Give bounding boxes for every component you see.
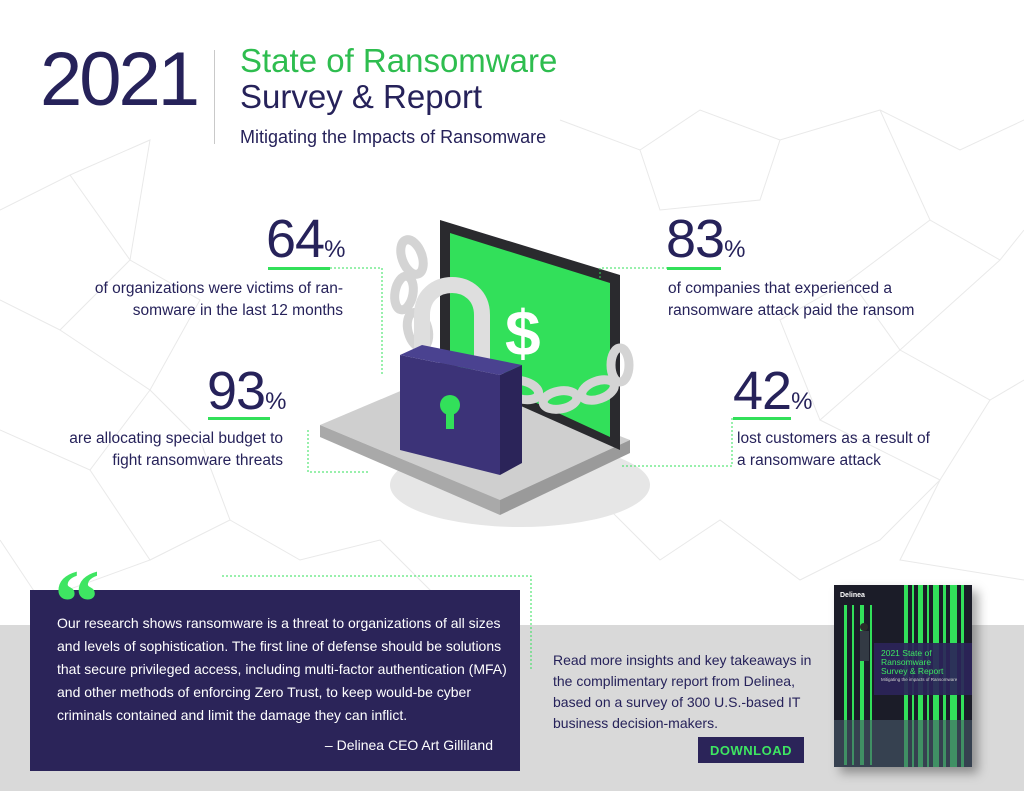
padlock-icon [400,345,522,475]
quote-box [30,590,520,771]
stat-underline [733,417,791,420]
download-button[interactable]: DOWNLOAD [698,737,804,763]
stat-value: 93 [207,361,266,421]
cta-text: Read more insights and key takeaways in … [553,652,812,731]
stat-unit: % [324,236,346,263]
report-year: 2021 [40,37,200,122]
quote-text: Our research shows ransomware is a threa… [57,615,507,723]
stat-value: 83 [666,209,725,269]
report-title-line2: Survey & Report [240,78,483,115]
cover-subtitle: Mitigating the impacts of Ransomware [881,677,958,682]
stat-underline [208,417,270,420]
stat-64-description: of organizations were victims of ran- so… [94,280,343,319]
keyhole-icon [440,395,460,415]
header-divider [214,50,215,144]
stat-42: 42% [733,364,812,418]
stat-value: 42 [733,361,792,421]
stat-underline [268,267,330,270]
cover-title: 2021 State of Ransomware Survey & Report [881,648,944,676]
stat-unit: % [791,388,813,415]
stat-42-description: lost customers as a result of a ransomwa… [737,430,930,469]
stat-value: 64 [266,209,325,269]
stat-83-description: of companies that experienced a ransomwa… [668,280,915,319]
padlock-shackle [414,277,490,375]
cover-logo: Delinea [840,592,865,599]
stat-underline [667,267,721,270]
stat-83: 83% [666,212,745,266]
dollar-sign: $ [505,297,541,369]
report-subtitle: Mitigating the Impacts of Ransomware [240,127,547,147]
screen-display [450,233,610,437]
stat-64: 64% [266,212,345,266]
stat-93-description: are allocating special budget to fight r… [69,430,283,469]
stat-unit: % [265,388,287,415]
stat-93: 93% [207,364,286,418]
quote-attribution: – Delinea CEO Art Gilliland [324,737,493,753]
stat-unit: % [724,236,746,263]
report-title-line1: State of Ransomware [240,42,558,79]
quote-mark-icon: “ [54,551,100,653]
laptop-lock-illustration: $ [320,220,650,527]
report-cover[interactable]: Delinea 2021 State of Ransomware Survey … [834,585,972,767]
cover-artwork [834,585,972,767]
